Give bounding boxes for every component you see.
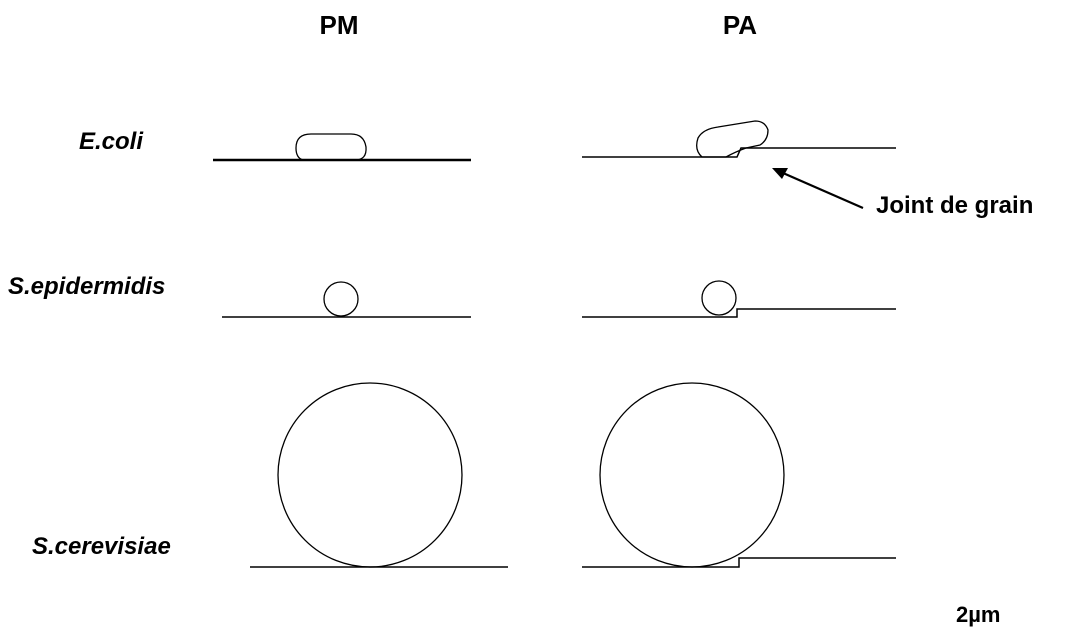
ecoli-pa-grain-boundary-surface-line — [582, 147, 896, 158]
column-header-pa: PA — [722, 10, 758, 40]
row-label-scerevisiae: S.cerevisiae — [32, 533, 171, 560]
grain-boundary-label: Joint de grain — [876, 192, 1034, 219]
scale-bar-label: 2µm — [956, 602, 1001, 627]
scerevisiae-pa-cell-circle — [599, 382, 785, 568]
row-label-ecoli: E.coli — [79, 128, 144, 155]
sepidermidis-pa-cell-circle — [701, 280, 737, 316]
column-header-pm: PM — [319, 10, 359, 40]
grain-boundary-arrow-shaft — [782, 171, 864, 210]
sepidermidis-pm-cell-circle — [323, 281, 359, 317]
ecoli-pm-bacterium-shape — [295, 133, 367, 161]
grain-boundary-arrowhead — [772, 168, 788, 179]
scerevisiae-pa-grain-boundary-surface-line — [582, 557, 896, 568]
row-label-sepidermidis: S.epidermidis — [8, 273, 166, 300]
scerevisiae-pm-cell-circle — [277, 382, 463, 568]
ecoli-pa-bacterium-shape — [696, 120, 769, 158]
sepidermidis-pa-grain-boundary-surface-line — [582, 308, 896, 318]
